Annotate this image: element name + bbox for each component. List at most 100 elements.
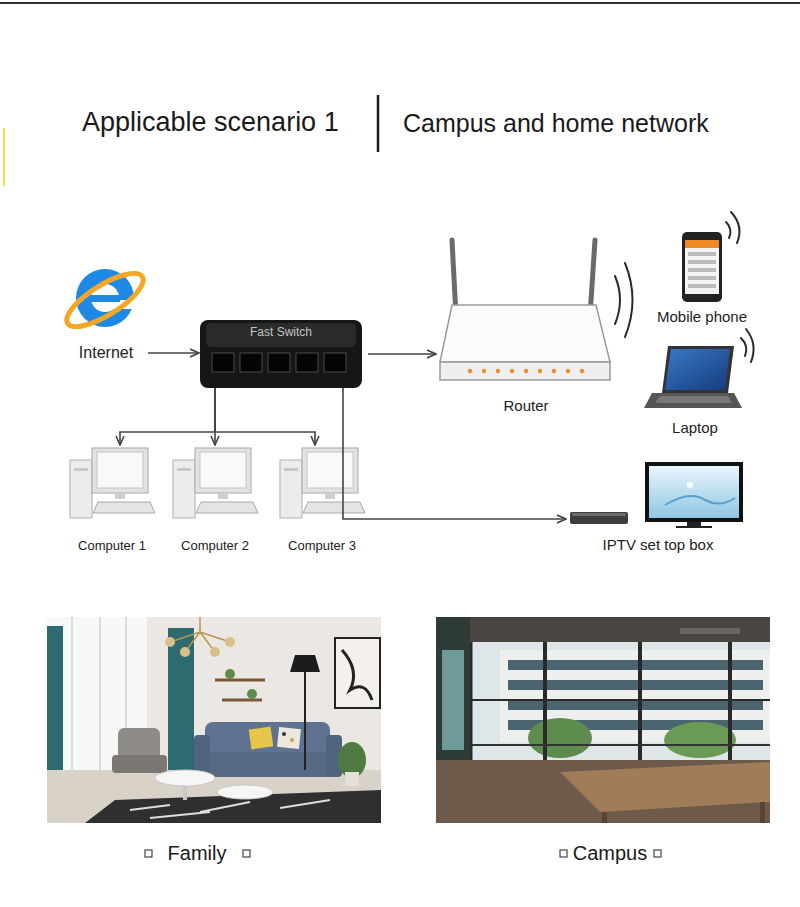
computer-icons bbox=[280, 460, 302, 518]
campus-photo bbox=[680, 628, 740, 634]
family-photo bbox=[247, 689, 257, 699]
computer-icons bbox=[325, 493, 335, 499]
family-photo bbox=[215, 679, 265, 682]
switch-icon bbox=[268, 353, 290, 372]
campus-photo bbox=[470, 699, 770, 701]
campus-photo bbox=[442, 650, 464, 750]
campus-photo bbox=[436, 617, 770, 823]
phone-icon bbox=[685, 240, 719, 294]
computer-icons bbox=[200, 452, 246, 488]
internet-icon bbox=[90, 295, 120, 302]
family-photo bbox=[210, 647, 220, 657]
computer-icons bbox=[218, 493, 228, 499]
computer-icons bbox=[93, 502, 155, 513]
campus-photo bbox=[436, 760, 770, 823]
family-photo bbox=[168, 628, 194, 778]
page-frame bbox=[0, 3, 800, 186]
computer-icons bbox=[70, 460, 92, 518]
family-photo bbox=[47, 617, 381, 823]
computer-node: Computer 3 bbox=[272, 445, 372, 555]
phone-icon bbox=[688, 260, 716, 264]
family-photo bbox=[345, 772, 359, 786]
phone-icon bbox=[688, 276, 716, 280]
router-icon bbox=[510, 369, 514, 373]
family-photo bbox=[282, 732, 286, 736]
family-photo bbox=[180, 647, 190, 657]
laptop-icon bbox=[644, 346, 742, 408]
computer-icons bbox=[280, 448, 365, 518]
phone-icon bbox=[688, 252, 716, 256]
family-photo bbox=[217, 785, 273, 799]
iptv-icon bbox=[687, 482, 693, 488]
computer-icons bbox=[302, 448, 358, 493]
campus-photo bbox=[436, 617, 770, 823]
iptv-icon bbox=[665, 496, 735, 505]
wifi-waves bbox=[741, 338, 746, 356]
router-icon bbox=[440, 240, 610, 380]
node-label: Internet bbox=[79, 343, 133, 362]
page-frame bbox=[3, 128, 5, 186]
computer-icons bbox=[70, 448, 155, 518]
iptv-icon bbox=[687, 522, 701, 526]
phone-icon bbox=[682, 232, 722, 302]
wifi-waves bbox=[615, 212, 754, 362]
family-photo bbox=[225, 637, 235, 647]
laptop-icon bbox=[655, 396, 732, 403]
router-icon bbox=[538, 369, 542, 373]
computer-node: Computer 2 bbox=[165, 445, 265, 555]
computer-icons bbox=[177, 468, 191, 471]
switch-icon bbox=[212, 353, 234, 372]
router-icon bbox=[496, 369, 500, 373]
node-label: Router bbox=[503, 397, 548, 415]
router-icon bbox=[524, 369, 528, 373]
phone-icon bbox=[682, 232, 722, 302]
campus-photo bbox=[470, 642, 770, 760]
family-photo bbox=[304, 670, 306, 770]
internet-node: Internet bbox=[66, 340, 146, 366]
family-photo bbox=[71, 617, 73, 772]
switch-icon bbox=[296, 353, 318, 372]
family-photo bbox=[165, 637, 175, 647]
page-frame bbox=[0, 2, 800, 4]
computer-icons bbox=[284, 468, 298, 471]
computer-icons bbox=[173, 448, 258, 518]
family-photo bbox=[277, 727, 301, 749]
photo-caption: Campus bbox=[573, 841, 647, 865]
family-photo bbox=[170, 632, 230, 652]
phone-icon bbox=[688, 268, 716, 272]
page-frame bbox=[377, 95, 380, 152]
family-photo bbox=[199, 617, 201, 632]
family-photo bbox=[290, 655, 320, 672]
computer-node: Computer 1 bbox=[62, 445, 162, 555]
computer-icons bbox=[92, 448, 148, 493]
family-photo bbox=[99, 617, 101, 772]
family-photo bbox=[290, 738, 294, 742]
computer-icons bbox=[303, 502, 365, 513]
computer-icons bbox=[74, 468, 88, 471]
switch-icon bbox=[324, 353, 346, 372]
switch-node: Fast Switch bbox=[200, 320, 362, 388]
switch-icon bbox=[200, 320, 362, 388]
campus-photo bbox=[602, 812, 607, 823]
campus-photo bbox=[470, 744, 770, 746]
phone-icon bbox=[685, 240, 719, 248]
campus-photo bbox=[436, 617, 770, 642]
caption-mark bbox=[654, 850, 661, 857]
laptop-icon bbox=[665, 349, 730, 390]
caption-mark bbox=[243, 850, 250, 857]
connector-arrow bbox=[215, 388, 315, 445]
connector-arrow bbox=[343, 388, 566, 519]
photo-caption: Family bbox=[168, 841, 227, 865]
computer-icons bbox=[173, 460, 195, 518]
family-photo bbox=[130, 800, 330, 818]
diagram-subtitle: Campus and home network bbox=[403, 108, 709, 138]
router-icon bbox=[566, 369, 570, 373]
family-photo bbox=[183, 786, 187, 800]
switch-icon bbox=[240, 353, 262, 372]
router-icon bbox=[580, 369, 584, 373]
router-icon bbox=[440, 305, 610, 362]
switch-icon bbox=[206, 323, 356, 347]
